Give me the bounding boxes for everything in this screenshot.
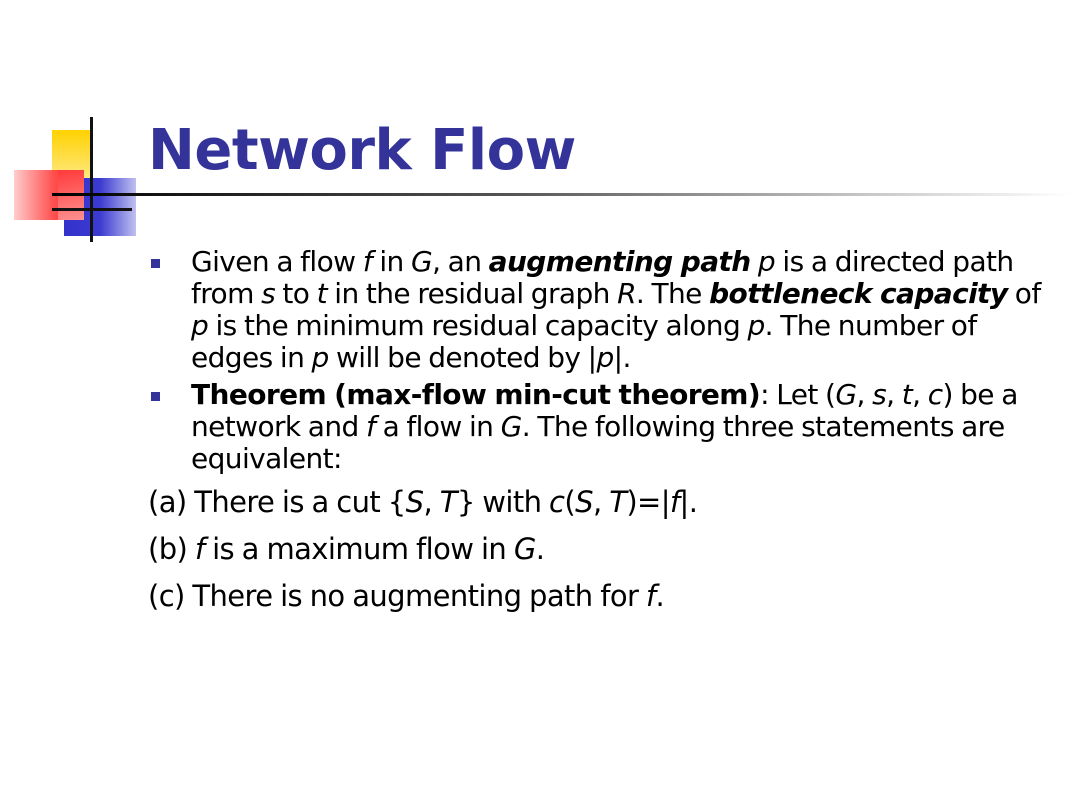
title-underline	[52, 193, 1072, 196]
theorem-heading: Theorem (max-flow min-cut theorem)	[191, 378, 761, 411]
term-augmenting-path: augmenting path	[488, 245, 752, 278]
statement-a: (a) There is a cut {S, T} with c(S, T)=|…	[148, 485, 698, 519]
slide-body: Given a flow f in G, an augmenting path …	[148, 246, 1048, 619]
bullet-augmenting-path: Given a flow f in G, an augmenting path …	[148, 246, 1048, 374]
statement-b: (b) f is a maximum flow in G.	[148, 532, 545, 566]
bullet-max-flow-min-cut-theorem: Theorem (max-flow min-cut theorem): Let …	[148, 379, 1048, 475]
bullet-text: Theorem (max-flow min-cut theorem): Let …	[191, 378, 1018, 475]
square-bullet-icon	[151, 392, 160, 401]
square-bullet-icon	[151, 259, 160, 268]
corner-ornament-graphic	[14, 117, 136, 242]
slide-title: Network Flow	[148, 118, 576, 183]
statement-c: (c) There is no augmenting path for f.	[148, 579, 665, 613]
bullet-text: Given a flow f in G, an augmenting path …	[191, 245, 1041, 374]
term-bottleneck-capacity: bottleneck capacity	[709, 277, 1008, 310]
